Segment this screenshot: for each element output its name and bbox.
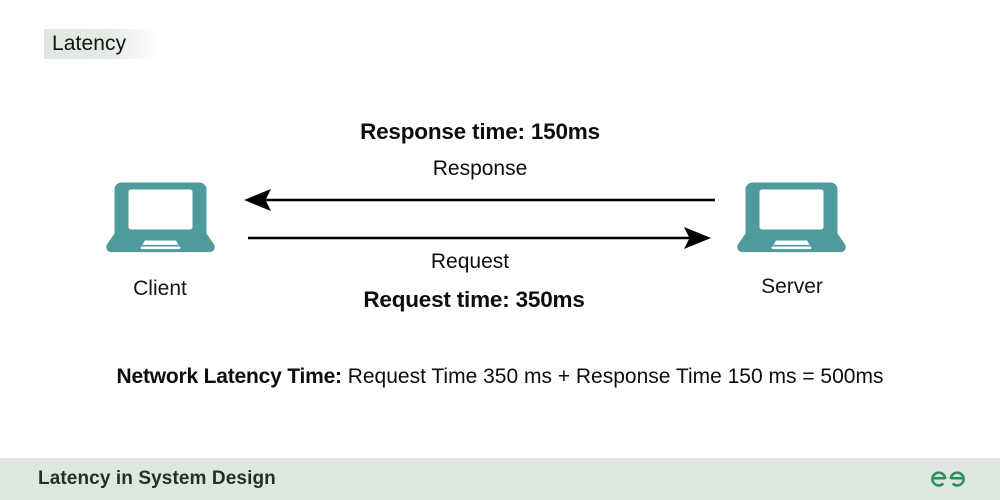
latency-tag-label: Latency [52,32,127,55]
client-node-label: Client [133,277,187,300]
request-label: Request [430,250,510,273]
geeksforgeeks-logo-icon [926,466,970,492]
request-time-label: Request time: 350ms [363,287,585,312]
footer-bar: Latency in System Design [0,458,1000,500]
latency-tag-background [44,29,160,59]
server-node-label: Server [761,275,823,298]
summary-prefix: Network Latency Time: [116,365,343,388]
response-arrow-icon [244,189,715,211]
summary-expression: Request Time 350 ms + Response Time 150 … [347,365,884,388]
server-laptop-icon [735,177,848,257]
network-latency-summary: Network Latency Time: Request Time 350 m… [0,365,1000,389]
client-laptop-icon [104,177,217,257]
response-label: Response [432,157,528,180]
response-time-label: Response time: 150ms [360,119,600,144]
footer-title: Latency in System Design [38,468,276,489]
request-arrow-icon [248,227,711,249]
